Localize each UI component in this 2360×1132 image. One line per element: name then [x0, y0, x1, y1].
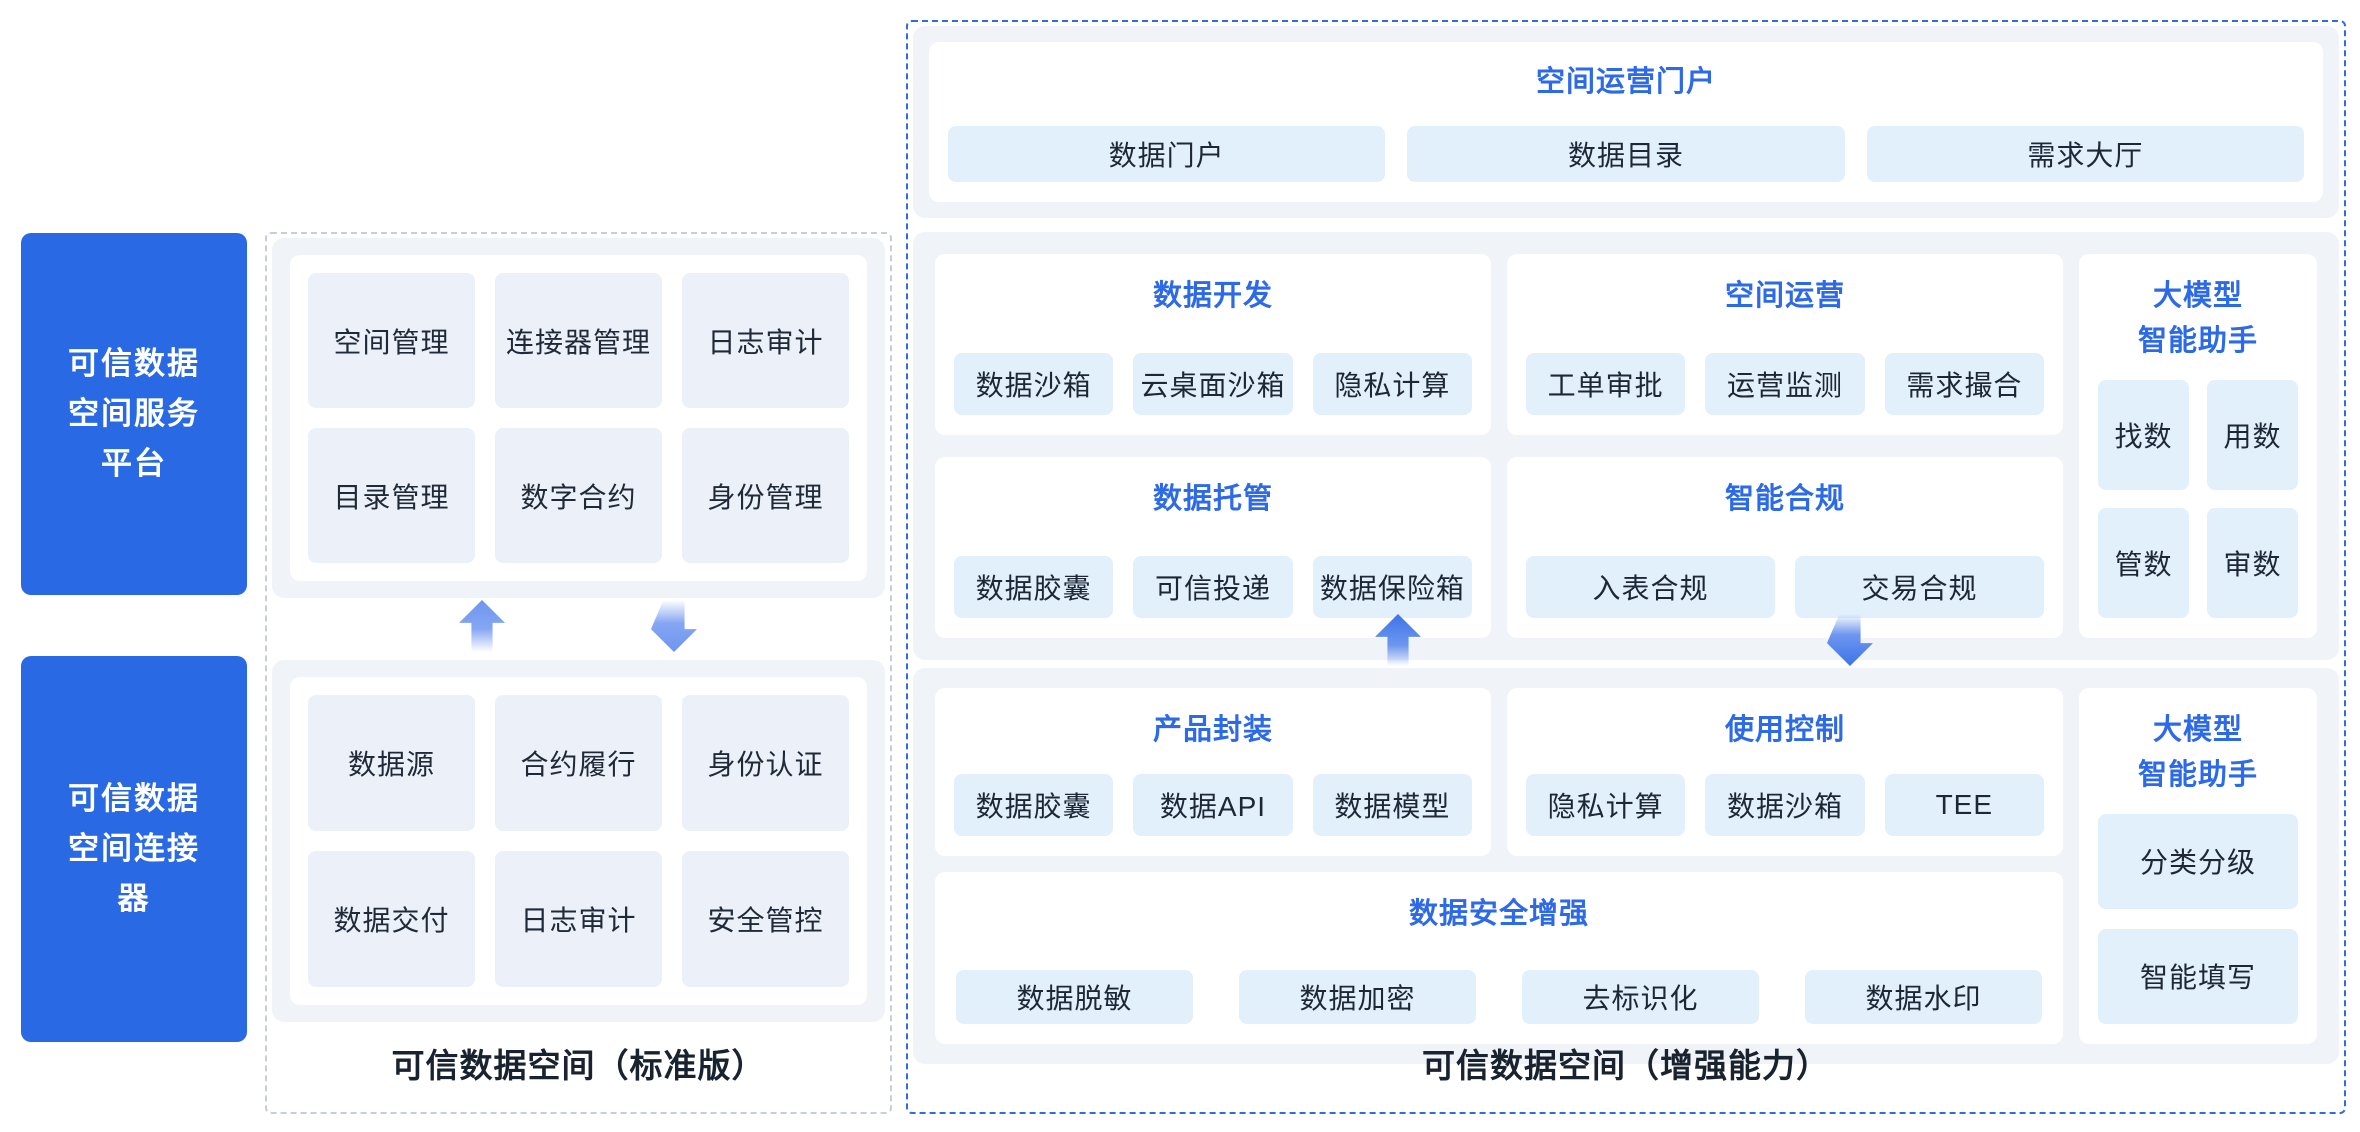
cell-ticket-approval: 工单审批	[1526, 353, 1686, 415]
cell-deidentification: 去标识化	[1522, 970, 1759, 1024]
cell-cloud-desktop-sandbox: 云桌面沙箱	[1133, 353, 1293, 415]
cell-privacy-computing: 隐私计算	[1312, 353, 1472, 415]
cell-classification-grading: 分类分级	[2098, 813, 2298, 909]
cell-use-data: 用数	[2207, 379, 2298, 490]
cell-onbalance-compliance: 入表合规	[1526, 556, 1775, 618]
data-hosting-cells: 数据胶囊 可信投递 数据保险箱	[954, 556, 1472, 618]
connector-modules-section: 数据源 合约履行 身份认证 数据交付 日志审计 安全管控	[272, 660, 885, 1022]
ai-assistant-bottom-cells: 分类分级 智能填写	[2098, 813, 2298, 1024]
usage-control-title: 使用控制	[1724, 714, 1845, 746]
cell-data-safebox: 数据保险箱	[1312, 556, 1472, 618]
space-ops-card: 空间运营 工单审批 运营监测 需求撮合	[1507, 254, 2063, 435]
cell-smart-fill: 智能填写	[2098, 928, 2298, 1024]
standard-space-panel: 空间管理 连接器管理 日志审计 目录管理 数字合约 身份管理 数据源 合约履行 …	[265, 232, 892, 1114]
data-dev-title: 数据开发	[1152, 280, 1273, 312]
cell-ops-monitoring: 运营监测	[1705, 353, 1865, 415]
data-hosting-card: 数据托管 数据胶囊 可信投递 数据保险箱	[935, 457, 1491, 638]
cell-audit-data: 审数	[2207, 507, 2298, 618]
portal-cells: 数据门户 数据目录 需求大厅	[948, 126, 2304, 182]
standard-panel-title: 可信数据空间（标准版）	[391, 1047, 766, 1084]
data-security-title: 数据安全增强	[1408, 898, 1589, 930]
product-packaging-title: 产品封装	[1152, 714, 1273, 746]
cell-demand-hall: 需求大厅	[1866, 126, 2304, 182]
cell-trade-compliance: 交易合规	[1795, 556, 2044, 618]
cell-demand-matching: 需求撮合	[1884, 353, 2044, 415]
usage-control-cells: 隐私计算 数据沙箱 TEE	[1526, 774, 2044, 836]
service-platform-box: 可信数据 空间服务 平台	[21, 233, 247, 595]
data-security-cells: 数据脱敏 数据加密 去标识化 数据水印	[956, 970, 2042, 1024]
space-ops-title: 空间运营	[1724, 280, 1845, 312]
cell-data-encryption: 数据加密	[1239, 970, 1476, 1024]
portal-title: 空间运营门户	[1535, 66, 1716, 98]
ai-assistant-top-title: 大模型 智能助手	[2137, 280, 2258, 357]
cell-data-sandbox: 数据沙箱	[954, 353, 1114, 415]
module-cell-security-control: 安全管控	[682, 851, 849, 987]
cell-data-api: 数据API	[1133, 774, 1293, 836]
lower-capabilities-section: 产品封装 数据胶囊 数据API 数据模型 使用控制 隐私计算 数据沙箱 TEE …	[913, 668, 2339, 1064]
up-arrow-icon	[459, 600, 505, 652]
upper-capabilities-section: 数据开发 数据沙箱 云桌面沙箱 隐私计算 空间运营 工单审批 运营监测 需求撮合…	[913, 232, 2339, 660]
product-packaging-cells: 数据胶囊 数据API 数据模型	[954, 774, 1472, 836]
enhanced-panel-title: 可信数据空间（增强能力）	[1422, 1047, 1830, 1084]
data-dev-card: 数据开发 数据沙箱 云桌面沙箱 隐私计算	[935, 254, 1491, 435]
module-cell-data-source: 数据源	[308, 695, 475, 831]
cell-manage-data: 管数	[2098, 507, 2189, 618]
connector-modules-card: 数据源 合约履行 身份认证 数据交付 日志审计 安全管控	[290, 677, 867, 1005]
cell-find-data: 找数	[2098, 379, 2189, 490]
module-cell-log-audit-2: 日志审计	[495, 851, 662, 987]
module-cell-catalog-mgmt: 目录管理	[308, 428, 475, 563]
module-cell-log-audit: 日志审计	[682, 273, 849, 408]
cell-data-masking: 数据脱敏	[956, 970, 1193, 1024]
data-dev-cells: 数据沙箱 云桌面沙箱 隐私计算	[954, 353, 1472, 415]
cell-data-watermark: 数据水印	[1805, 970, 2042, 1024]
usage-control-card: 使用控制 隐私计算 数据沙箱 TEE	[1507, 688, 2063, 856]
cell-data-catalog: 数据目录	[1407, 126, 1845, 182]
enhanced-space-panel: 空间运营门户 数据门户 数据目录 需求大厅 数据开发 数据沙箱 云桌面沙箱 隐私…	[906, 20, 2346, 1114]
down-arrow-icon	[651, 600, 697, 652]
cell-data-capsule-2: 数据胶囊	[954, 774, 1114, 836]
module-cell-digital-contract: 数字合约	[495, 428, 662, 563]
portal-section: 空间运营门户 数据门户 数据目录 需求大厅	[913, 26, 2339, 218]
module-cell-connector-mgmt: 连接器管理	[495, 273, 662, 408]
connector-box: 可信数据 空间连接 器	[21, 656, 247, 1042]
smart-compliance-cells: 入表合规 交易合规	[1526, 556, 2044, 618]
module-cell-identity-mgmt: 身份管理	[682, 428, 849, 563]
smart-compliance-title: 智能合规	[1724, 483, 1845, 515]
module-cell-data-delivery: 数据交付	[308, 851, 475, 987]
platform-modules-card: 空间管理 连接器管理 日志审计 目录管理 数字合约 身份管理	[290, 255, 867, 581]
ai-assistant-bottom-card: 大模型 智能助手 分类分级 智能填写	[2079, 688, 2317, 1044]
ai-assistant-top-cells: 找数 用数 管数 审数	[2098, 379, 2298, 618]
data-security-card: 数据安全增强 数据脱敏 数据加密 去标识化 数据水印	[935, 872, 2063, 1044]
cell-data-model: 数据模型	[1312, 774, 1472, 836]
platform-modules-section: 空间管理 连接器管理 日志审计 目录管理 数字合约 身份管理	[272, 238, 885, 598]
cell-trusted-delivery: 可信投递	[1133, 556, 1293, 618]
module-cell-identity-auth: 身份认证	[682, 695, 849, 831]
module-cell-space-mgmt: 空间管理	[308, 273, 475, 408]
cell-data-portal: 数据门户	[948, 126, 1386, 182]
cell-data-sandbox-2: 数据沙箱	[1705, 774, 1865, 836]
ai-assistant-bottom-title: 大模型 智能助手	[2137, 714, 2258, 791]
smart-compliance-card: 智能合规 入表合规 交易合规	[1507, 457, 2063, 638]
cell-data-capsule: 数据胶囊	[954, 556, 1114, 618]
product-packaging-card: 产品封装 数据胶囊 数据API 数据模型	[935, 688, 1491, 856]
ai-assistant-top-card: 大模型 智能助手 找数 用数 管数 审数	[2079, 254, 2317, 638]
cell-tee: TEE	[1884, 774, 2044, 836]
data-hosting-title: 数据托管	[1152, 483, 1273, 515]
space-ops-cells: 工单审批 运营监测 需求撮合	[1526, 353, 2044, 415]
cell-privacy-computing-2: 隐私计算	[1526, 774, 1686, 836]
module-cell-contract-fulfillment: 合约履行	[495, 695, 662, 831]
portal-card: 空间运营门户 数据门户 数据目录 需求大厅	[929, 42, 2323, 202]
